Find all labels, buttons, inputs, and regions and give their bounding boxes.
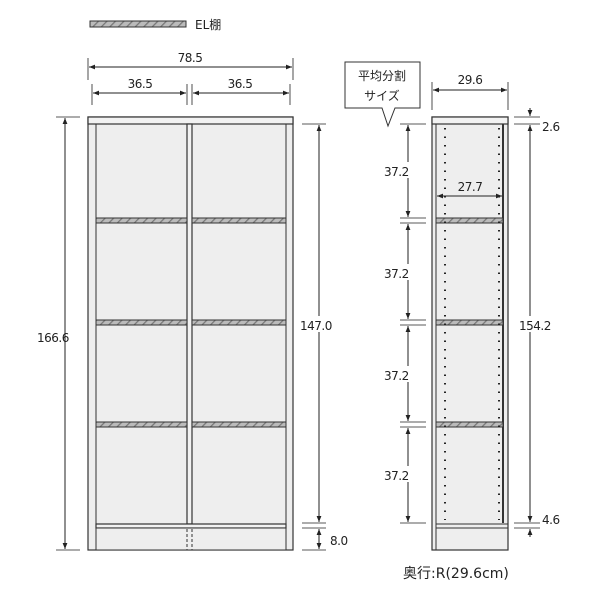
depth-note: 奥行:R(29.6cm) (403, 565, 509, 582)
right-width-label: 36.5 (228, 77, 253, 91)
depth-label: 29.6 (458, 73, 483, 87)
total-width-label: 78.5 (178, 51, 203, 65)
dimension-line (298, 316, 338, 332)
shelf (435, 319, 504, 326)
top-board (87, 116, 294, 125)
inner-depth-label: 27.7 (458, 180, 483, 194)
shelf (191, 421, 287, 428)
bottom-gap-label: 4.6 (542, 513, 560, 527)
shelf (95, 421, 188, 428)
shelf (95, 217, 188, 224)
side-top-board (431, 116, 509, 125)
top-thickness-label: 2.6 (542, 120, 560, 134)
dimension-line (382, 162, 416, 178)
total-height-label: 166.6 (37, 331, 69, 345)
shelf (435, 217, 504, 224)
legend-shelf-swatch (89, 20, 187, 28)
section-height-label: 37.2 (384, 469, 409, 483)
callout-box (344, 61, 421, 128)
legend-label: EL棚 (195, 17, 221, 32)
dimension-line (400, 123, 426, 524)
bottom-board (95, 523, 287, 529)
left-width-label: 36.5 (128, 77, 153, 91)
inner-height-label: 147.0 (300, 319, 332, 333)
dimension-line (382, 366, 416, 382)
front-view: 78.5 36.5 36.5 166.6 147.0 8.0 (37, 51, 348, 551)
callout-line1: 平均分割 (358, 68, 406, 83)
dimension-line (382, 466, 416, 482)
section-height-label: 37.2 (384, 267, 409, 281)
plinth (95, 527, 287, 551)
dimension-line (518, 316, 558, 332)
dimension-line (514, 116, 540, 529)
legend: EL棚 (89, 17, 221, 32)
center-divider (186, 123, 193, 525)
shelf (435, 421, 504, 428)
callout-line2: サイズ (364, 88, 400, 103)
section-height-label: 37.2 (384, 369, 409, 383)
side-view: 平均分割 サイズ 29.6 27.7 37.2 37.2 37.2 37.2 (344, 61, 560, 582)
dimension-line (382, 264, 416, 280)
section-height-label: 37.2 (384, 165, 409, 179)
shelf (191, 319, 287, 326)
plinth-height-label: 8.0 (330, 534, 348, 548)
shelf (191, 217, 287, 224)
shelf (95, 319, 188, 326)
side-inner-height-label: 154.2 (519, 319, 551, 333)
